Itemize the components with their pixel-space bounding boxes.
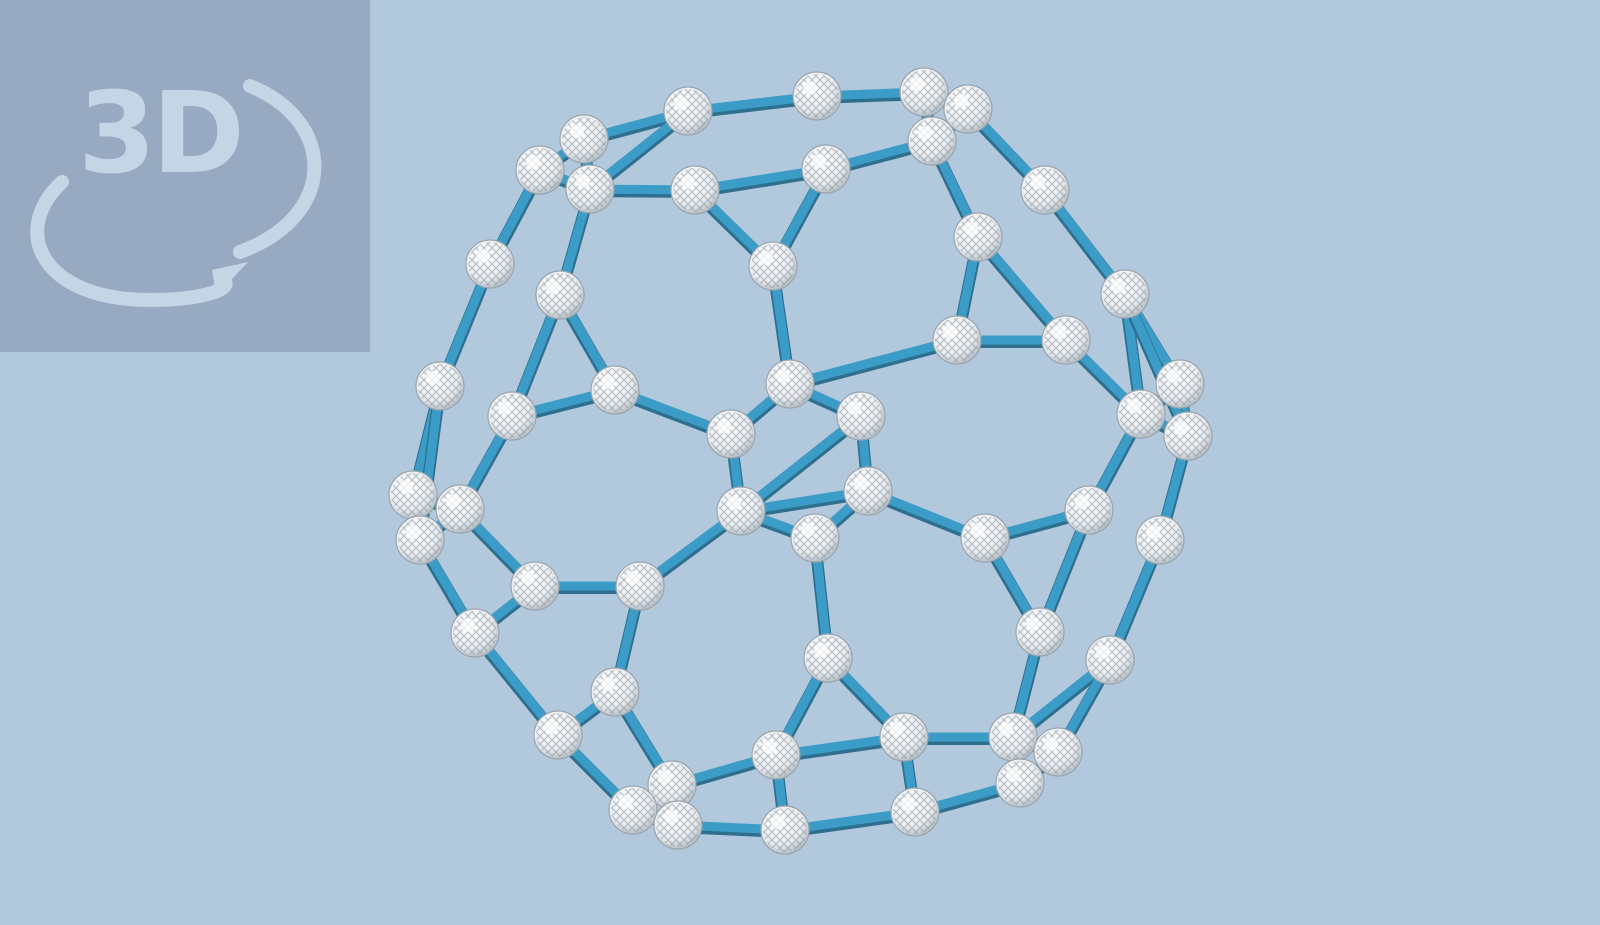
node-sphere bbox=[415, 361, 465, 411]
rotate-3d-icon bbox=[30, 79, 322, 308]
strut bbox=[1120, 292, 1193, 438]
node-sphere bbox=[907, 116, 957, 166]
strut bbox=[738, 412, 864, 515]
node-sphere bbox=[760, 805, 810, 855]
node-sphere bbox=[1100, 269, 1150, 319]
node-sphere bbox=[953, 212, 1003, 262]
node-sphere bbox=[487, 391, 537, 441]
node-sphere bbox=[751, 730, 801, 780]
node-sphere bbox=[988, 712, 1038, 762]
node-sphere bbox=[465, 239, 515, 289]
node-sphere bbox=[803, 633, 853, 683]
node-sphere bbox=[792, 71, 842, 121]
node-sphere bbox=[1041, 315, 1091, 365]
node-sphere bbox=[615, 561, 665, 611]
node-sphere bbox=[1033, 727, 1083, 777]
node-sphere bbox=[1163, 411, 1213, 461]
node-sphere bbox=[1064, 485, 1114, 535]
node-sphere bbox=[932, 315, 982, 365]
node-sphere bbox=[1015, 607, 1065, 657]
node-sphere bbox=[1020, 165, 1070, 215]
node-sphere bbox=[515, 145, 565, 195]
node-sphere bbox=[960, 513, 1010, 563]
node-sphere bbox=[1155, 359, 1205, 409]
node-sphere bbox=[535, 270, 585, 320]
node-sphere bbox=[836, 391, 886, 441]
node-sphere bbox=[995, 758, 1045, 808]
node-sphere bbox=[899, 67, 949, 117]
node-sphere bbox=[1085, 635, 1135, 685]
node-sphere bbox=[890, 787, 940, 837]
node-sphere bbox=[1116, 389, 1166, 439]
node-sphere bbox=[790, 513, 840, 563]
node-sphere bbox=[559, 114, 609, 164]
node-sphere bbox=[748, 241, 798, 291]
view-3d-badge[interactable]: 3D bbox=[0, 0, 370, 352]
node-sphere bbox=[608, 785, 658, 835]
strut bbox=[788, 335, 959, 389]
node-sphere bbox=[843, 466, 893, 516]
node-sphere bbox=[647, 760, 697, 810]
node-sphere bbox=[765, 359, 815, 409]
node-sphere bbox=[943, 84, 993, 134]
node-sphere bbox=[533, 710, 583, 760]
node-sphere bbox=[435, 484, 485, 534]
model-struts bbox=[407, 87, 1194, 838]
node-sphere bbox=[716, 486, 766, 536]
node-sphere bbox=[590, 365, 640, 415]
node-sphere bbox=[706, 409, 756, 459]
node-sphere bbox=[450, 608, 500, 658]
node-sphere bbox=[565, 164, 615, 214]
node-sphere bbox=[801, 144, 851, 194]
node-sphere bbox=[395, 515, 445, 565]
node-sphere bbox=[879, 712, 929, 762]
node-sphere bbox=[510, 561, 560, 611]
node-sphere bbox=[1135, 515, 1185, 565]
node-sphere bbox=[590, 667, 640, 717]
badge-3d-label: 3D bbox=[78, 69, 245, 199]
node-sphere bbox=[663, 86, 713, 136]
node-sphere bbox=[670, 165, 720, 215]
model-nodes bbox=[388, 67, 1213, 855]
node-sphere bbox=[653, 800, 703, 850]
node-sphere bbox=[388, 470, 438, 520]
